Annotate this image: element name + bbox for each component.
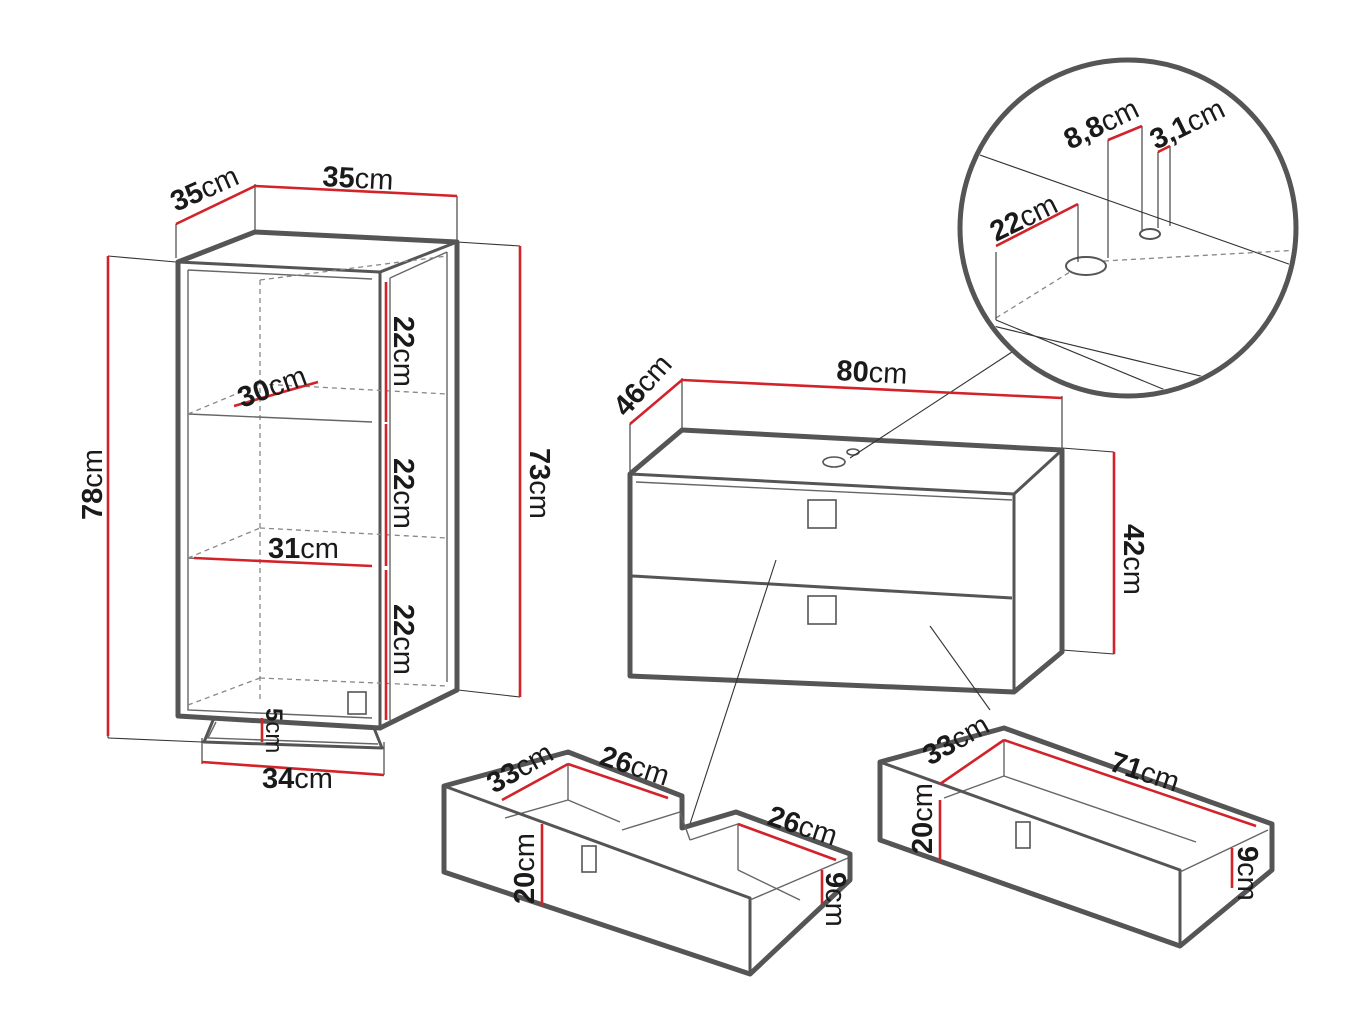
handle-icon [1015,821,1031,849]
top-drawer-front-height-label: 20cm [509,833,541,904]
tall-cabinet: 35cm 35cm 78cm 73cm 22cm 22cm 22cm 30cm … [77,160,555,795]
rail-height-label: 5cm [260,708,287,753]
height-total-label: 78cm [77,449,109,520]
shelf-gap-1-label: 22cm [387,316,419,387]
height-body-label: 73cm [523,448,555,519]
shelf-gap-3-label: 22cm [387,604,419,675]
handle-icon [347,691,367,715]
handle-icon [807,499,837,529]
handle-icon [581,845,597,873]
shelf-gap-2-label: 22cm [387,458,419,529]
shelf-width-label: 31cm [268,533,339,565]
sink-hole-icon [822,456,846,468]
width-top-label: 35cm [322,161,395,197]
bottom-drawer-front-height-label: 20cm [907,783,939,854]
bottom-drawer: 33cm 71cm 20cm 9cm [877,709,1275,949]
sink-width-label: 80cm [836,355,909,391]
top-drawer: 33cm 26cm 26cm 20cm 9cm [441,737,853,977]
top-drawer-inner-height-label: 9cm [819,872,851,927]
sink-height-label: 42cm [1117,524,1149,595]
handle-icon [807,595,837,625]
tap-hole-icon [846,448,860,456]
rail-width-label: 34cm [262,763,333,795]
bottom-drawer-inner-height-label: 9cm [1231,846,1263,901]
sink-cabinet: 46cm 80cm 42cm [607,349,1149,831]
detail-circle: 22cm 8,8cm 3,1cm [957,57,1299,399]
